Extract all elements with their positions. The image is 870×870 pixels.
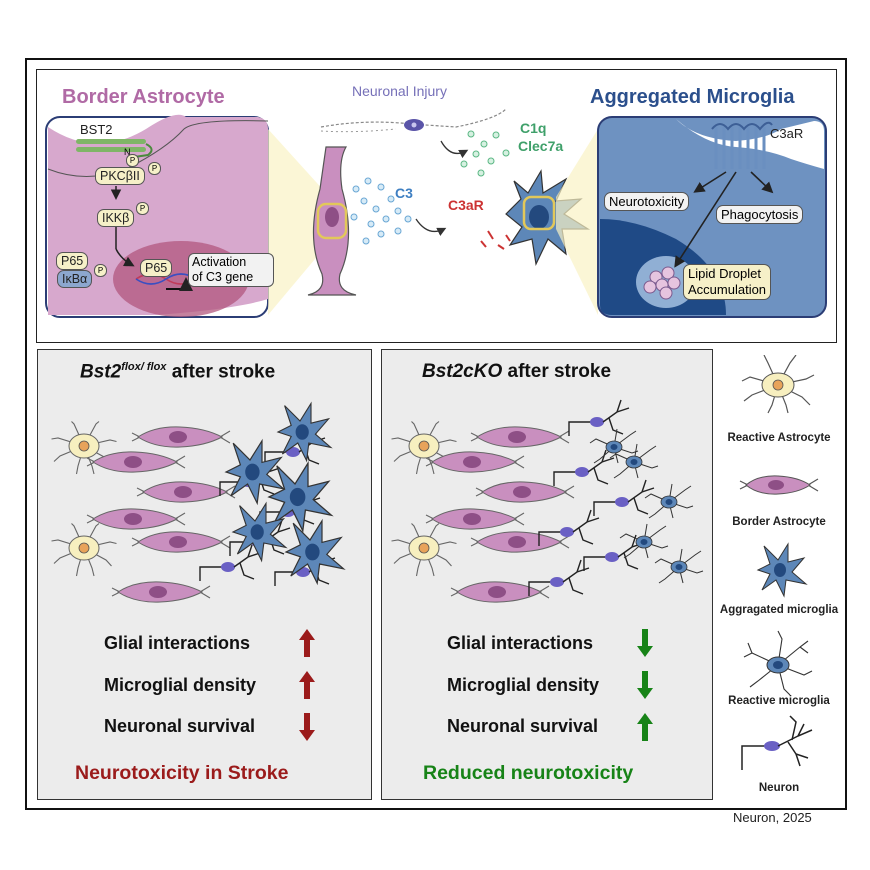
control-row-2: Microglial density	[104, 675, 257, 695]
border-astrocyte-title: Border Astrocyte	[62, 86, 225, 108]
cko-reactive-microglia	[589, 428, 639, 464]
legend-reactive-astrocyte-icon	[741, 355, 815, 414]
legend-reactive-microglia-icon	[743, 630, 813, 696]
control-reactive-astrocyte	[51, 523, 117, 577]
neurotoxicity-label: Neurotoxicity	[604, 192, 690, 211]
cko-border-astrocyte	[470, 531, 570, 553]
control-arrows	[299, 629, 315, 741]
control-aggregated-microglia	[276, 401, 333, 463]
c3-gene-label: of C3 gene	[192, 270, 254, 284]
ikba-label: IκBα	[57, 270, 93, 288]
legend-label-1: Reactive Astrocyte	[727, 432, 831, 444]
control-title-rest: after stroke	[166, 361, 276, 383]
legend-label-4: Reactive microglia	[728, 695, 830, 707]
control-neuron	[199, 544, 261, 581]
phagocytosis-label: Phagocytosis	[716, 205, 804, 224]
p-badge-2: P	[148, 162, 161, 175]
legend-icons	[739, 355, 819, 770]
legend-aggregated-microglia-icon	[756, 542, 808, 598]
cko-reactive-microglia	[654, 548, 704, 584]
control-border-astrocyte	[86, 508, 186, 530]
cko-arrow-3-up	[637, 713, 653, 741]
cko-row-2: Microglial density	[447, 675, 600, 695]
cko-border-astrocyte	[425, 508, 525, 530]
legend-neuron-icon	[741, 715, 813, 770]
cko-panel-title: Bst2cKO after stroke	[422, 361, 611, 383]
control-arrow-1-up	[299, 629, 315, 657]
cko-border-astrocyte	[475, 481, 575, 503]
neuronal-injury-label: Neuronal Injury	[352, 83, 447, 99]
c3ar-inset-label: C3aR	[770, 126, 804, 141]
p-badge-1: P	[126, 154, 139, 167]
activation-label: Activation	[192, 255, 247, 269]
n-label: N	[124, 147, 131, 157]
ikkb-label: IKKβ	[97, 209, 135, 227]
p-badge-4: P	[94, 264, 107, 277]
lipid-droplet-label: Lipid Droplet	[688, 266, 761, 281]
p-badge-3: P	[136, 202, 149, 215]
cko-arrow-1-down	[637, 629, 653, 657]
control-sup: flox/ flox	[121, 361, 167, 373]
control-panel-title: Bst2flox/ flox after stroke	[80, 361, 275, 383]
cko-neuron	[593, 479, 655, 516]
control-border-astrocyte	[131, 531, 231, 553]
cko-cells	[391, 399, 704, 603]
cko-neuron	[553, 449, 615, 486]
control-arrow-2-up	[299, 671, 315, 699]
control-border-astrocyte	[111, 581, 211, 603]
cko-neuron	[528, 559, 590, 596]
cko-neuron	[538, 509, 600, 546]
control-border-astrocyte	[86, 451, 186, 473]
legend-label-3: Aggragated microglia	[719, 604, 839, 616]
cko-arrow-2-down	[637, 671, 653, 699]
cko-title-rest: after stroke	[502, 361, 612, 382]
cko-reactive-astrocyte	[391, 523, 457, 577]
cko-row-3: Neuronal survival	[447, 716, 599, 736]
cko-row-1: Glial interactions	[447, 633, 594, 653]
control-aggregated-microglia	[267, 460, 334, 534]
cko-border-astrocyte	[425, 451, 525, 473]
cko-reactive-astrocyte	[391, 421, 457, 475]
pkc-label: PKCβII	[95, 167, 145, 185]
cko-neuron	[583, 534, 645, 571]
aggregated-microglia-title: Aggregated Microglia	[590, 86, 795, 108]
control-reactive-astrocyte	[51, 421, 117, 475]
control-conclusion: Neurotoxicity in Stroke	[75, 762, 289, 784]
cko-neuron	[568, 399, 630, 436]
cko-gene: Bst2cKO	[422, 361, 503, 382]
control-arrow-3-down	[299, 713, 315, 741]
cko-border-astrocyte	[470, 426, 570, 448]
control-aggregated-microglia	[231, 501, 288, 563]
control-gene: Bst2	[80, 361, 122, 383]
p65-label: P65	[56, 252, 89, 270]
control-aggregated-microglia	[284, 518, 346, 586]
legend-border-astrocyte-icon	[739, 475, 819, 495]
citation: Neuron, 2025	[733, 810, 812, 825]
c3-label: C3	[395, 185, 413, 201]
control-row-3: Neuronal survival	[104, 716, 256, 736]
cko-border-astrocyte	[450, 581, 550, 603]
legend-label-2: Border Astrocyte	[732, 516, 826, 528]
control-aggregated-microglia	[224, 438, 286, 506]
control-row-1: Glial interactions	[104, 633, 251, 653]
mechanism-illustration	[45, 108, 827, 318]
accumulation-label: Accumulation	[688, 282, 767, 297]
activation-c3-box: Activation of C3 gene	[188, 253, 274, 287]
control-border-astrocyte	[131, 426, 231, 448]
cko-conclusion: Reduced neurotoxicity	[423, 762, 634, 784]
p65-nucleus-label: P65	[140, 259, 173, 277]
control-border-astrocyte	[136, 481, 236, 503]
legend-label-5: Neuron	[758, 782, 800, 794]
c1q-label: C1q	[520, 120, 547, 136]
lipid-droplet-box: Lipid Droplet Accumulation	[683, 264, 772, 300]
cko-arrows	[637, 629, 653, 741]
bst2-label: BST2	[80, 122, 113, 137]
cko-reactive-microglia	[644, 483, 694, 519]
control-cells	[51, 401, 346, 603]
outer-frame	[25, 58, 847, 810]
cko-reactive-microglia	[619, 523, 669, 559]
clec7a-label: Clec7a	[518, 138, 564, 154]
c3ar-label: C3aR	[448, 197, 484, 213]
